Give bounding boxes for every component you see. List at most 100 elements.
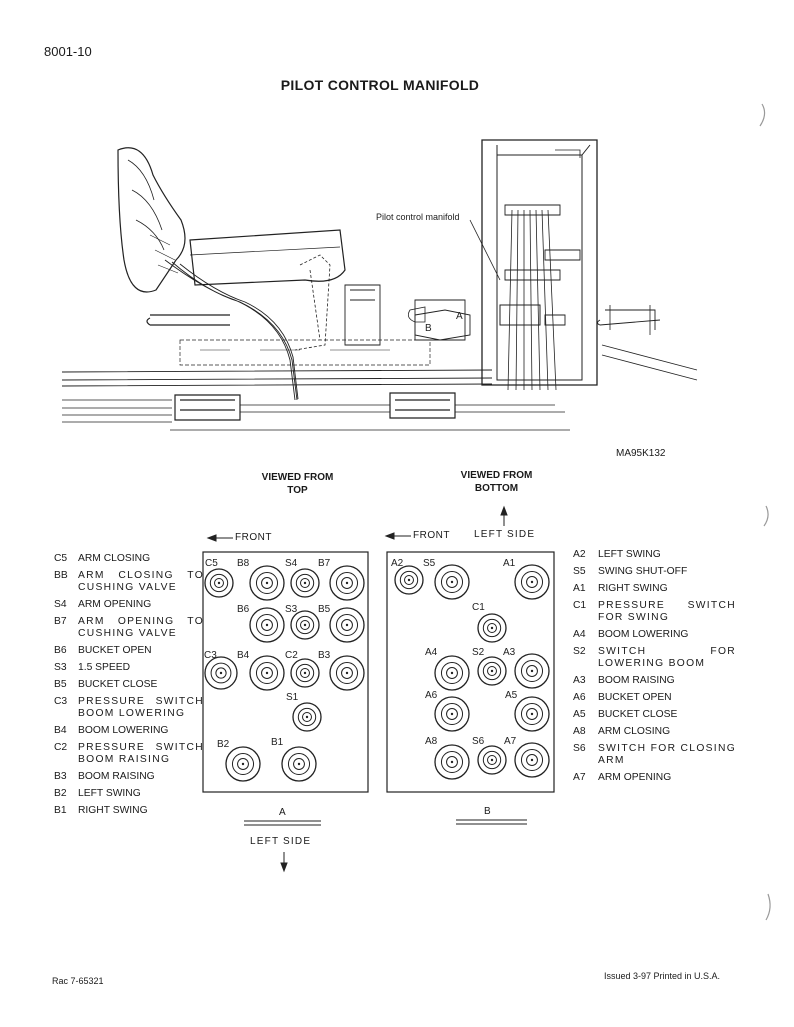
port-ring [514, 742, 550, 778]
base-connector [389, 392, 456, 419]
port-ring [261, 667, 273, 679]
port-ring [341, 619, 353, 631]
port-ring [440, 570, 464, 594]
port-center [407, 578, 411, 582]
port-ring [482, 661, 502, 681]
port-ring [434, 696, 470, 732]
port-ring [249, 565, 285, 601]
port-ring [520, 748, 544, 772]
port-label: A5 [505, 690, 518, 701]
legend-row: A7 ARM OPENING [573, 772, 736, 784]
port-center [530, 669, 534, 673]
view-label-bottom: VIEWED FROM BOTTOM [449, 469, 544, 495]
port-ring [440, 750, 464, 774]
callout-leader [469, 219, 501, 281]
legend-row: A2 LEFT SWING [573, 549, 736, 561]
legend-row: S6 SWITCH FOR CLOSING ARM [573, 743, 736, 768]
port-ring [446, 667, 458, 679]
seat-cushion [189, 229, 346, 286]
legend-desc: BOOM RAISING [78, 771, 155, 783]
console-block [344, 284, 381, 346]
port-center [345, 623, 349, 627]
legend-desc: BOOM LOWERING [78, 725, 169, 737]
legend-code: A3 [573, 674, 586, 686]
legend-desc: BUCKET OPEN [78, 645, 152, 657]
port-ring [293, 758, 305, 770]
port-ring [434, 744, 470, 780]
legend-code: A1 [573, 582, 586, 594]
port-a8: A8 [425, 736, 470, 780]
port-ring [434, 655, 470, 691]
legend-desc: PRESSURE SWITCH FOR SWING [598, 599, 736, 623]
legend-desc: BUCKET CLOSE [78, 678, 158, 690]
port-ring [446, 756, 458, 768]
view-label-top: VIEWED FROM TOP [250, 471, 345, 497]
port-ring [440, 702, 464, 726]
port-label: S6 [472, 736, 485, 747]
callout-box [414, 309, 471, 341]
port-s5: S5 [423, 558, 470, 600]
port-ring [514, 564, 550, 600]
legend-code: B7 [54, 615, 67, 627]
front-label-b: FRONT [413, 530, 450, 541]
port-ring [520, 659, 544, 683]
legend-code: A7 [573, 771, 586, 783]
port-center [241, 762, 245, 766]
port-ring [300, 620, 310, 630]
port-ring [300, 668, 310, 678]
legend-code: C1 [573, 599, 587, 611]
manifold-block [499, 304, 541, 326]
legend-desc: RIGHT SWING [598, 582, 668, 594]
port-ring [446, 708, 458, 720]
port-ring [394, 565, 424, 595]
port-center [265, 671, 269, 675]
port-label: B4 [237, 650, 250, 661]
legend-code: C3 [54, 695, 68, 707]
port-ring [231, 752, 255, 776]
legend-code: A2 [573, 549, 586, 560]
port-center [450, 580, 454, 584]
port-center [303, 581, 307, 585]
port-ring [215, 667, 227, 679]
legend-desc: BOOM RAISING [598, 674, 675, 686]
legend-code: S6 [573, 742, 586, 754]
port-ring [482, 618, 502, 638]
port-b3: B3 [318, 650, 365, 691]
port-ring [290, 610, 320, 640]
port-label: B2 [217, 739, 230, 750]
legend-desc: SWING SHUT-OFF [598, 565, 688, 577]
legend-desc: PRESSURE SWITCH BOOM RAISING [78, 741, 204, 766]
port-ring [204, 568, 234, 598]
legend-desc: SWITCH FOR LOWERING BOOM [598, 645, 736, 670]
legend-code: S5 [573, 565, 586, 577]
legend-desc: SWITCH FOR CLOSING ARM [598, 742, 736, 766]
port-label: B5 [318, 604, 331, 615]
cabinet [481, 139, 598, 386]
legend-desc: ARM OPENING [598, 771, 672, 783]
legend-desc: LEFT SWING [598, 549, 661, 560]
left-side-label-b: LEFT SIDE [474, 529, 536, 540]
port-center [530, 758, 534, 762]
view-b-label: B [484, 806, 491, 817]
port-label: A2 [391, 558, 404, 569]
port-b6: B6 [237, 604, 285, 643]
port-ring [210, 662, 232, 684]
port-ring [300, 578, 310, 588]
port-b4: B4 [237, 650, 285, 691]
port-b7: B7 [318, 558, 365, 601]
view-a-label: A [279, 807, 286, 818]
port-ring [290, 568, 320, 598]
port-ring [440, 661, 464, 685]
port-ring [341, 577, 353, 589]
